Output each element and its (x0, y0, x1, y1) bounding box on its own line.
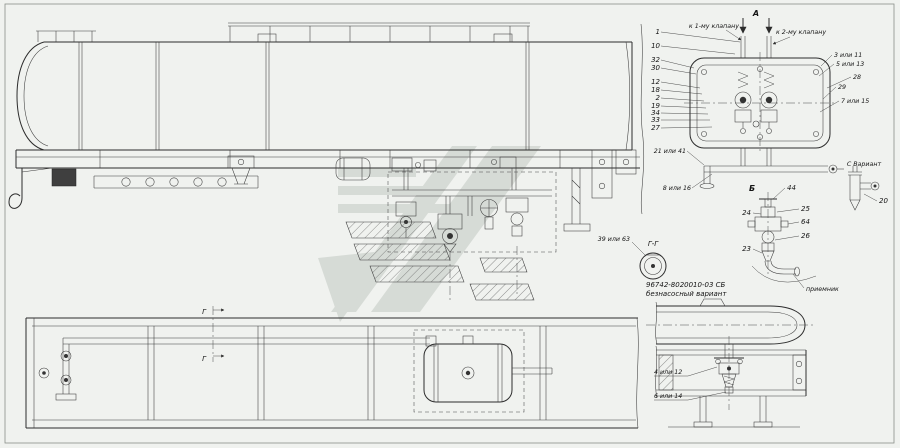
callout-label: 18 (651, 86, 660, 94)
callout-label: 27 (651, 124, 660, 132)
callout-label: 24 (742, 209, 751, 217)
callout-label: 5 или 13 (836, 61, 864, 68)
callout-label: 10 (651, 42, 660, 50)
callout-label: 20 (879, 197, 888, 205)
callout-label: 25 (801, 205, 810, 213)
valve-unit-1 (734, 71, 752, 134)
pipe-note-left: к 1-му клапану (689, 23, 739, 30)
callout-label: 19 (651, 102, 660, 110)
callouts-left: 1 10 32 30 12 18 2 19 34 33 27 (651, 28, 741, 132)
callout-label: 7 или 15 (841, 98, 869, 105)
callout-label: 6 или 14 (654, 393, 682, 400)
receiver-note: приемник (806, 286, 839, 293)
pipe-note-right: к 2-му клапану (776, 29, 826, 36)
callout-label: 1 (656, 28, 660, 36)
fuel-pipe-run (55, 335, 437, 401)
callout-label: 12 (651, 78, 660, 86)
section-gg-label: Г-Г (648, 240, 659, 248)
top-walkway-rail (36, 22, 530, 42)
callout-label: 33 (651, 116, 660, 124)
air-reservoir (413, 329, 553, 413)
landing-support (563, 149, 637, 232)
section-a-letter: А (752, 9, 759, 18)
view-b-letter: Б (749, 184, 755, 193)
callout-pipe: 8 или 16 (663, 185, 691, 192)
drain-valve (714, 336, 744, 410)
doc-variant: безнасосный вариант (646, 290, 727, 298)
callout-label: 39 или 63 (598, 236, 630, 243)
plan-view: Г Г (25, 306, 639, 429)
front-hook (8, 168, 23, 209)
break-line (636, 317, 639, 429)
end-view-detail: 4 или 12 6 или 14 (646, 298, 816, 428)
chassis-frame (8, 149, 640, 209)
callout-label: 64 (801, 218, 810, 226)
equipment-box (51, 168, 77, 187)
view-b-detail: Б 44 25 24 64 26 23 приемник (742, 184, 839, 293)
section-gg-detail: Г-Г 39 или 63 (598, 236, 667, 280)
sheet-border (4, 3, 895, 444)
tank-shell (16, 33, 633, 151)
section-g-cut: Г Г (202, 306, 225, 363)
variant-c-detail: С Вариант 20 (847, 161, 888, 211)
detail-a: А к 1-му клапану к 2-му клапану 1 (651, 9, 869, 192)
section-g-letter-bottom: Г (202, 355, 207, 363)
section-g-letter-top: Г (202, 308, 207, 316)
callouts-right: 3 или 11 5 или 13 28 29 7 или 15 (818, 52, 869, 113)
valve-unit-2 (760, 71, 778, 134)
callout-elbow: 21 или 41 (654, 148, 686, 155)
callout-label: 29 (838, 84, 846, 91)
side-view (8, 22, 645, 300)
variant-c-label: С Вариант (847, 161, 882, 168)
callout-label: 2 (656, 94, 661, 102)
break-line (640, 23, 645, 215)
hatched-sections (345, 221, 535, 301)
callout-label: 28 (853, 74, 861, 81)
callout-label: 30 (651, 64, 660, 72)
callout-label: 44 (787, 184, 796, 192)
callout-label: 4 или 12 (654, 369, 682, 376)
callout-label: 34 (651, 109, 660, 117)
doc-number: 96742-8020010-03 СБ (646, 281, 726, 289)
manifold-pipe: 21 или 41 8 или 16 (654, 148, 844, 192)
callout-label: 26 (801, 232, 810, 240)
callout-label: 32 (651, 56, 660, 64)
callout-label: 3 или 11 (834, 52, 862, 59)
callout-label: 23 (742, 245, 751, 253)
title-note: 96742-8020010-03 СБ безнасосный вариант (646, 281, 727, 298)
